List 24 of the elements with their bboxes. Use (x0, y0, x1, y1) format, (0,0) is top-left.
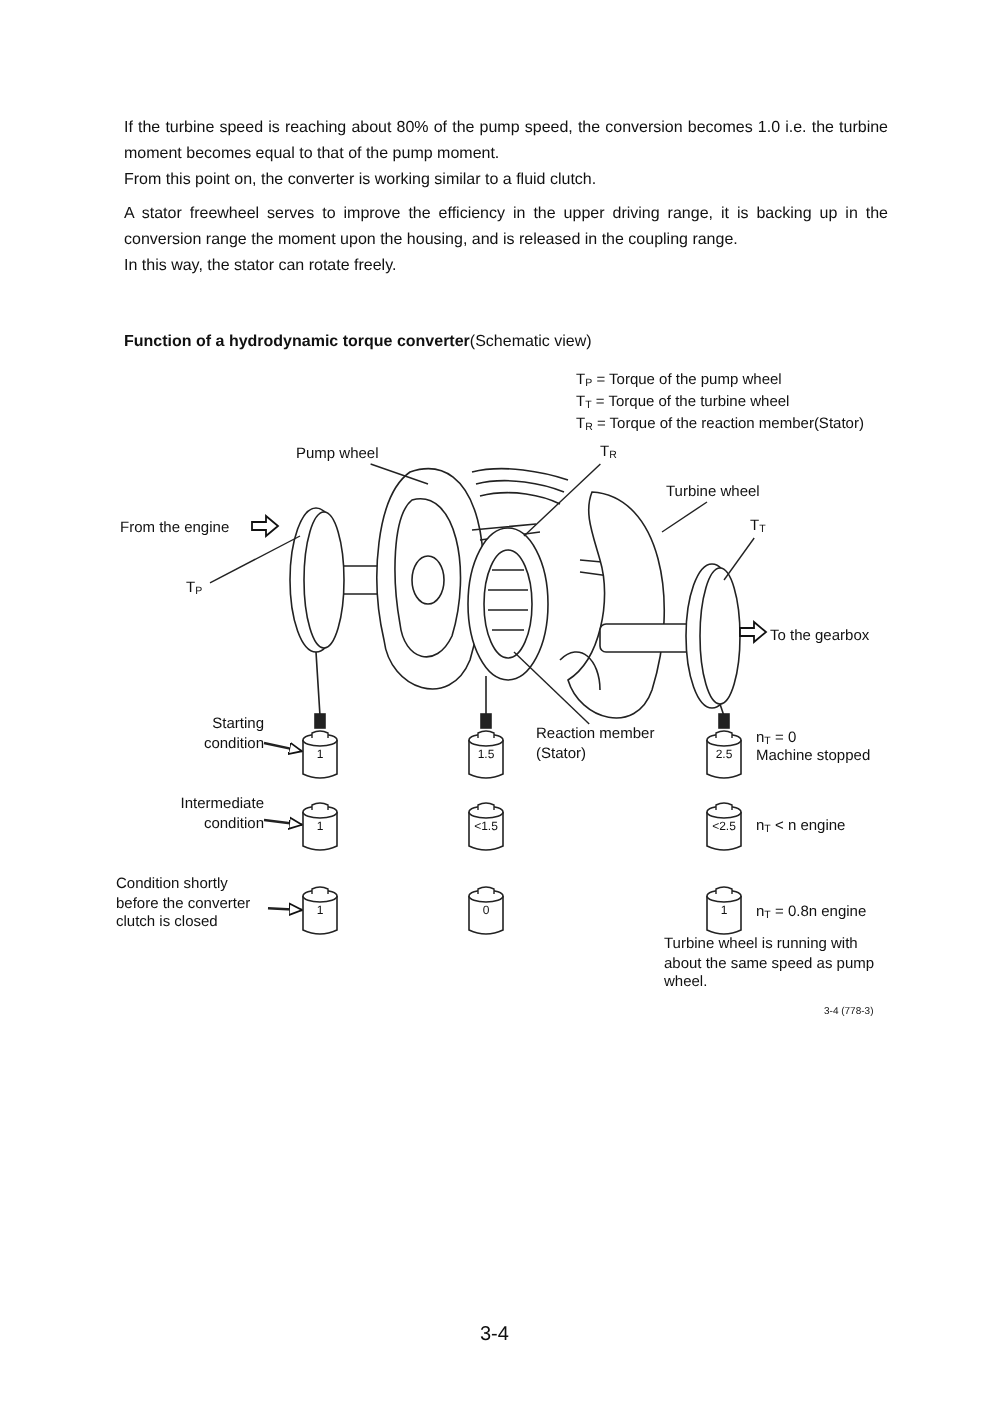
weight-cylinder (468, 802, 504, 852)
leader-line (369, 463, 429, 485)
leader-line (723, 537, 755, 581)
weight-cylinder (302, 730, 338, 780)
page-number: 3-4 (480, 1324, 511, 1348)
weight-cylinder (706, 730, 742, 780)
paragraph: If the turbine speed is reaching about 80% of the pump speed, the conversion becomes 1.0 i.e. the turbine moment becomes equal to that of the pump moment. (124, 116, 888, 166)
weight-cylinder (706, 886, 742, 936)
weight-cylinder (706, 802, 742, 852)
leader-line (209, 535, 301, 584)
weight-cylinder (302, 802, 338, 852)
paragraph: From this point on, the converter is working similar to a fluid clutch. (124, 168, 599, 192)
arrow (263, 816, 303, 830)
paragraph: In this way, the stator can rotate freely. (124, 254, 399, 278)
leader-line (661, 501, 708, 533)
arrow (267, 902, 303, 916)
paragraph: A stator freewheel serves to improve the efficiency in the upper driving range, it is backing up in the conversion range the moment upon the housing, and is released in the coupling range. (124, 202, 888, 252)
weight-cylinder (302, 886, 338, 936)
arrow (263, 741, 303, 755)
leader-line (523, 463, 602, 537)
weight-cylinder (468, 730, 504, 780)
leader-line (513, 651, 590, 725)
weight-cylinder (468, 886, 504, 936)
section-heading: Function of a hydrodynamic torque converter(Schematic view) (124, 332, 594, 351)
